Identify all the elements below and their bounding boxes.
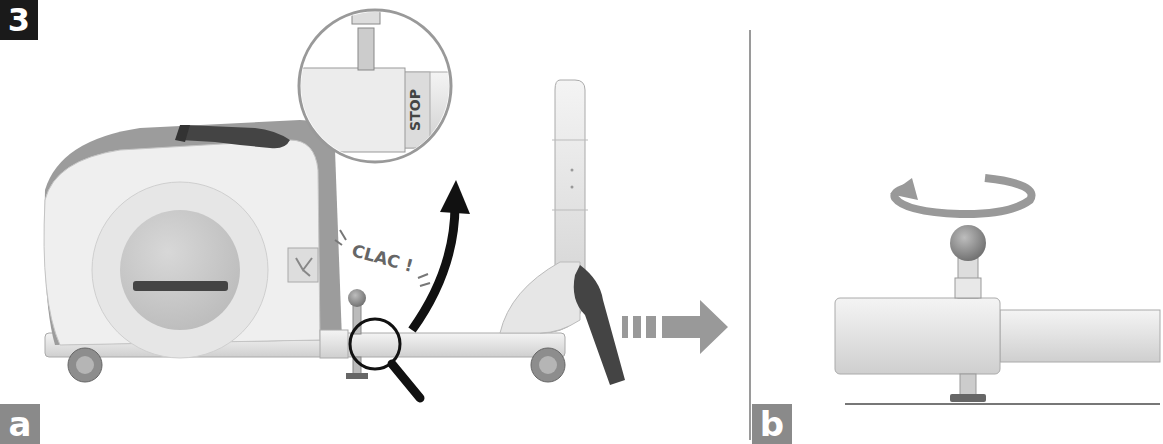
foot [950, 394, 986, 402]
foot-stem [960, 374, 976, 396]
floor [845, 403, 1160, 405]
tube-joint [552, 140, 588, 210]
flywheel [120, 210, 240, 330]
outer-tube [835, 298, 1000, 374]
wheel-hub [76, 356, 94, 374]
sound-label: CLAC ! [350, 242, 415, 275]
divider [749, 30, 751, 440]
zoom-arrow [412, 205, 455, 330]
logo [296, 258, 312, 276]
pull-dash [633, 316, 641, 338]
hand [574, 265, 625, 385]
pull-dash [646, 316, 656, 338]
foot [346, 373, 368, 379]
inner-tube [1000, 310, 1160, 362]
housing-back [44, 120, 342, 345]
panel-letter: b [760, 407, 784, 441]
panel-box [0, 404, 40, 444]
knob-zoom [352, 10, 380, 24]
panel-box [752, 404, 792, 444]
hole [571, 169, 574, 172]
hand [180, 125, 290, 148]
logo-plate [288, 248, 318, 282]
magnifier-handle [392, 364, 420, 398]
wheel-hub [539, 356, 557, 374]
knob-collar [955, 278, 981, 298]
knob [348, 289, 366, 307]
hole [571, 186, 574, 189]
knob [950, 225, 986, 261]
wheel [531, 348, 565, 382]
panel-letter: a [9, 407, 32, 441]
pull-arrow [662, 300, 728, 354]
hand [175, 125, 190, 142]
wheel [68, 348, 102, 382]
zoom-circle [299, 10, 451, 162]
flywheel-cover [92, 182, 268, 358]
tube-sleeve [320, 330, 348, 358]
pull-dash [622, 316, 628, 338]
step-number: 3 [8, 4, 30, 36]
handle-slot [133, 281, 228, 291]
click-marks [335, 230, 430, 286]
arrow-head [440, 180, 470, 214]
arrow-head [890, 178, 918, 200]
housing [44, 140, 320, 345]
step-box [0, 0, 38, 40]
stop-mark-label: STOP [408, 89, 422, 131]
tube-cover [500, 262, 580, 333]
sleeve-zoom [300, 68, 405, 152]
knob-stem-zoom [358, 28, 374, 70]
